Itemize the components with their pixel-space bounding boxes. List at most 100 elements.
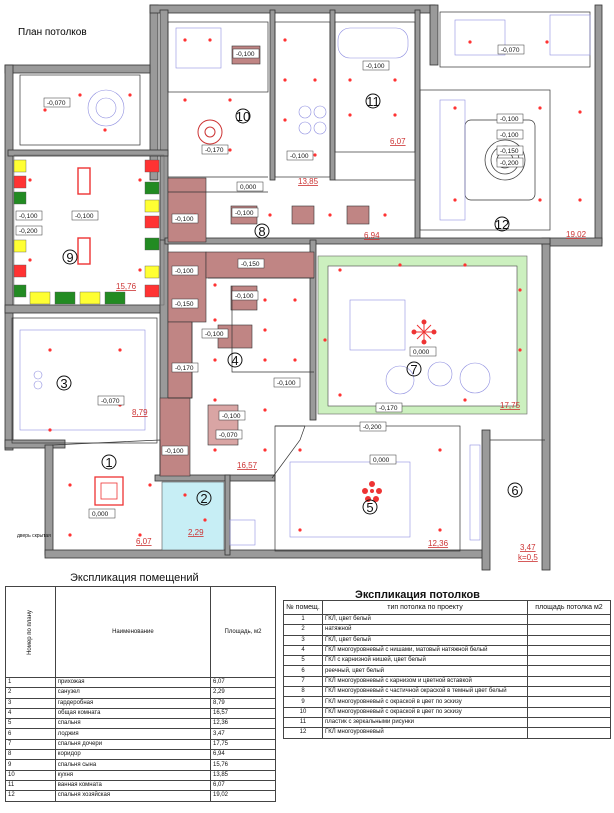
level-tag: -0,200: [500, 160, 519, 167]
ceilings-table-title: Экспликация потолков: [355, 589, 480, 601]
table-cell: 10: [5, 769, 56, 781]
area-label: 13,85: [298, 177, 319, 186]
table-cell: 2: [283, 624, 323, 636]
table-cell: [527, 716, 611, 729]
table-cell: 1: [283, 613, 323, 626]
level-tag: 0,000: [240, 184, 257, 191]
table-cell: ГКЛ многоуровневый с карнизом и цветной …: [322, 675, 528, 688]
room-number: 11: [366, 94, 380, 109]
table-cell: [527, 644, 611, 657]
table-cell: 6,07: [210, 779, 276, 792]
table-cell: [527, 706, 611, 718]
table-cell: прихожая: [54, 676, 212, 689]
level-tag: -0,100: [500, 116, 519, 123]
table-cell: спальня: [54, 718, 212, 730]
level-tag: -0,150: [175, 301, 194, 308]
level-tag: -0,100: [75, 213, 94, 220]
level-tag: -0,070: [47, 100, 66, 107]
chandelier-icon: [411, 319, 437, 345]
table-cell: 6: [5, 728, 56, 740]
level-tag: -0,100: [165, 448, 184, 455]
level-tag: -0,070: [101, 398, 120, 405]
table-cell: [527, 686, 611, 698]
header-number: Номер по плану: [26, 609, 33, 655]
ceiling-plan: План потолков: [4, 4, 603, 571]
table-cell: [527, 727, 611, 739]
header-ceiling-area: площадь потолка м2: [527, 600, 611, 615]
table-cell: 1: [5, 676, 56, 689]
level-tag: -0,100: [236, 51, 255, 58]
area-label: 17,75: [500, 401, 521, 410]
table-cell: ГКЛ многоуровневый с нишами, матовый нат…: [322, 644, 528, 657]
table-cell: 2,29: [210, 687, 276, 699]
level-tag: 0,000: [92, 511, 109, 518]
table-cell: [527, 634, 611, 646]
door-note: дверь скрытая: [17, 533, 51, 539]
table-cell: 15,76: [210, 759, 276, 771]
level-tag: -0,100: [235, 293, 254, 300]
table-cell: 9: [5, 759, 56, 771]
table-cell: коридор: [54, 749, 212, 761]
table-cell: 13,85: [210, 769, 276, 781]
table-cell: общая комната: [54, 707, 212, 720]
table-cell: 6: [283, 665, 323, 677]
room-number: 5: [366, 500, 373, 515]
level-tag: -0,100: [175, 268, 194, 275]
level-tag: -0,100: [175, 216, 194, 223]
level-tag: -0,170: [205, 147, 224, 154]
table-cell: [527, 655, 611, 667]
table-cell: [527, 665, 611, 677]
level-tag: -0,150: [241, 261, 260, 268]
table-cell: 12: [5, 790, 56, 802]
room-number: 3: [60, 376, 67, 391]
room-number: 12: [495, 217, 509, 232]
table-cell: ванная комната: [54, 779, 212, 792]
table-cell: 19,02: [210, 790, 276, 802]
area-label: 6,94: [364, 231, 380, 240]
chandelier-icon: [362, 481, 382, 502]
level-tag: -0,100: [235, 210, 254, 217]
table-cell: 5: [5, 718, 56, 730]
room-number: 4: [231, 353, 238, 368]
header-room-no: № помещ.: [283, 600, 323, 615]
header-name: Наименование: [54, 586, 212, 678]
table-cell: ГКЛ многоуровневый с окраской в цвет по …: [322, 706, 528, 718]
table-cell: 6,07: [210, 676, 276, 689]
table-cell: ГКЛ, цвет белый: [322, 613, 528, 626]
table-cell: 12,36: [210, 718, 276, 730]
area-label: 3,47: [520, 543, 536, 552]
area-label: 6,07: [136, 537, 152, 546]
table-cell: 16,57: [210, 707, 276, 720]
level-tag: -0,170: [175, 365, 194, 372]
level-tag: 0,000: [413, 349, 430, 356]
room2-bath: [161, 481, 225, 551]
table-cell: пластик с зеркальными рисунки: [322, 716, 528, 729]
area-label: k=0,5: [518, 553, 538, 562]
room-number: 6: [511, 483, 518, 498]
rooms-table: Номер по плану Наименование Площадь, м2 …: [5, 586, 276, 802]
level-tag: -0,100: [500, 132, 519, 139]
table-cell: [527, 696, 611, 708]
table-cell: ГКЛ с карнизной нишей, цвет белый: [322, 655, 528, 667]
room-number: 7: [410, 362, 417, 377]
furniture: [19, 14, 591, 546]
table-cell: ГКЛ, цвет белый: [322, 634, 528, 646]
table-cell: 12: [283, 727, 323, 739]
area-label: 16,57: [237, 461, 258, 470]
table-cell: ГКЛ многоуровневый с окраской в цвет по …: [322, 696, 528, 708]
level-tag: -0,200: [363, 424, 382, 431]
table-cell: ГКЛ многоуровневый с частичной окраской …: [322, 686, 528, 698]
room-areas: 6,07 2,29 8,79 16,57 12,36 3,47 k=0,5 17…: [116, 137, 587, 562]
